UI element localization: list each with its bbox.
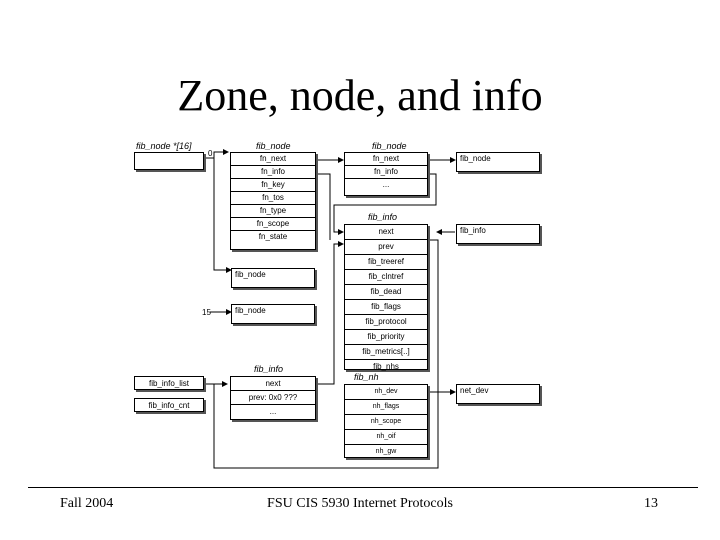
fib-node-array-caption: fib_node *[16] bbox=[136, 141, 192, 151]
fib-info-1: next prev: 0x0 ??? ... bbox=[230, 376, 316, 420]
field-fn-next-2: fn_next bbox=[345, 153, 427, 166]
fib-node-2: fn_next fn_info ... bbox=[344, 152, 428, 196]
fib-info-2-caption: fib_info bbox=[368, 212, 398, 222]
field-fib-treeref: fib_treeref bbox=[345, 255, 427, 270]
field-fib-flags: fib_flags bbox=[345, 300, 427, 315]
fib-nh-caption: fib_nh bbox=[354, 372, 379, 382]
field-next-1: next bbox=[231, 377, 315, 391]
fib-node-array-box bbox=[134, 152, 204, 170]
footer-rule bbox=[28, 487, 698, 488]
field-fn-key: fn_key bbox=[231, 179, 315, 192]
fib-info-2: next prev fib_treeref fib_clntref fib_de… bbox=[344, 224, 428, 371]
field-fn-state: fn_state bbox=[258, 232, 288, 241]
field-fn-info: fn_info bbox=[231, 166, 315, 179]
fib-nh: nh_dev nh_flags nh_scope nh_oif nh_gw bbox=[344, 384, 428, 458]
field-fib-metrics: fib_metrics[..] bbox=[345, 345, 427, 360]
field-prev-1: prev: 0x0 ??? bbox=[231, 391, 315, 405]
field-fib-nhs: fib_nhs bbox=[373, 362, 399, 371]
arrow-fninfo-to-fib-info bbox=[333, 173, 437, 235]
field-fib-protocol: fib_protocol bbox=[345, 315, 427, 330]
fib-node-next: fib_node bbox=[456, 152, 540, 172]
field-nh-scope: nh_scope bbox=[345, 415, 427, 430]
arrow-slot0-to-fib-node bbox=[203, 149, 229, 159]
field-nh-dev: nh_dev bbox=[345, 385, 427, 400]
field-nh-gw: nh_gw bbox=[375, 448, 397, 455]
footer-date: Fall 2004 bbox=[60, 496, 114, 511]
array-index-0: 0 bbox=[208, 149, 213, 158]
arrow-fninfo1 bbox=[316, 173, 331, 240]
fib-node-small-a: fib_node bbox=[231, 268, 315, 288]
field-fn-info-2: fn_info bbox=[345, 166, 427, 179]
array-index-15: 15 bbox=[202, 308, 211, 317]
field-fib-priority: fib_priority bbox=[345, 330, 427, 345]
field-nh-oif: nh_oif bbox=[345, 430, 427, 445]
footer-course: FSU CIS 5930 Internet Protocols bbox=[267, 496, 453, 511]
line-array-chain bbox=[213, 158, 232, 273]
field-ellipsis-2: ... bbox=[382, 180, 390, 189]
fib-info-next: fib_info bbox=[456, 224, 540, 244]
fib-node-2-caption: fib_node bbox=[372, 141, 407, 151]
field-nh-flags: nh_flags bbox=[345, 400, 427, 415]
footer-page-number: 13 bbox=[644, 496, 658, 511]
fib-info-1-caption: fib_info bbox=[254, 364, 284, 374]
field-fn-type: fn_type bbox=[231, 205, 315, 218]
arrow-info1-next bbox=[316, 241, 344, 385]
fib-info-list: fib_info_list bbox=[134, 376, 204, 390]
field-next: next bbox=[345, 225, 427, 240]
field-ellipsis-1: ... bbox=[269, 407, 277, 416]
field-fib-dead: fib_dead bbox=[345, 285, 427, 300]
fib-node-1-caption: fib_node bbox=[256, 141, 291, 151]
field-fn-tos: fn_tos bbox=[231, 192, 315, 205]
field-prev: prev bbox=[345, 240, 427, 255]
fib-info-cnt: fib_info_cnt bbox=[134, 398, 204, 412]
slide-title: Zone, node, and info bbox=[177, 71, 543, 120]
field-fn-next: fn_next bbox=[231, 153, 315, 166]
fib-node-small-b: fib_node bbox=[231, 304, 315, 324]
net-dev: net_dev bbox=[456, 384, 540, 404]
field-fn-scope: fn_scope bbox=[231, 218, 315, 231]
field-fib-clntref: fib_clntref bbox=[345, 270, 427, 285]
line-bottom-loop bbox=[213, 239, 439, 469]
fib-node-1: fn_next fn_info fn_key fn_tos fn_type fn… bbox=[230, 152, 316, 250]
